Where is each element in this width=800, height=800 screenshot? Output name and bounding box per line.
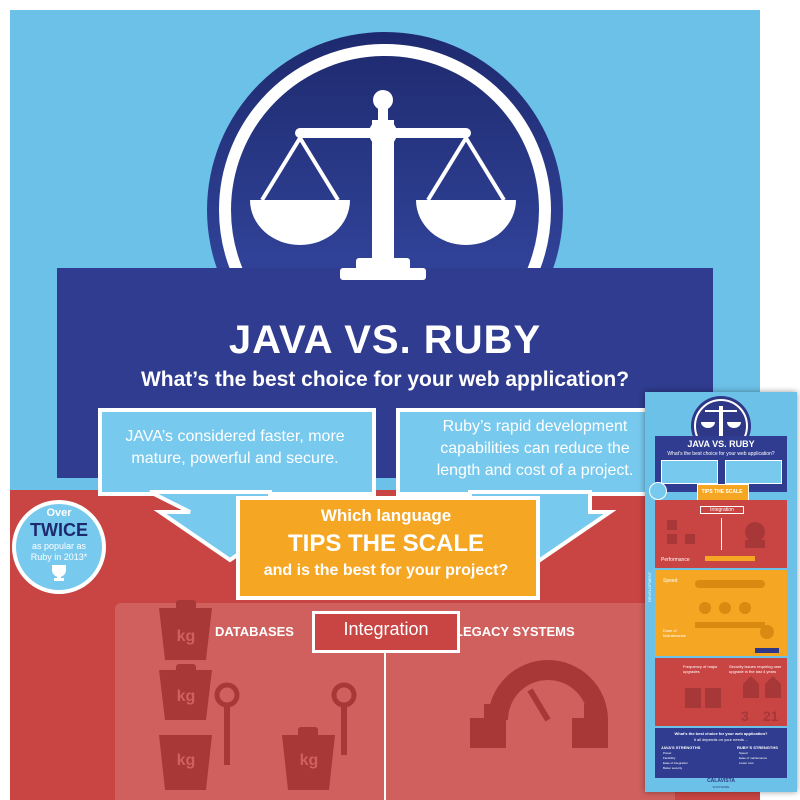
weight-label-1: kg: [176, 628, 196, 645]
thumb-java-box: [661, 460, 718, 484]
thumb-integration: Integration: [700, 506, 744, 514]
thumb-ease: Ease of Maintenance: [663, 628, 686, 638]
ruby-box: [396, 408, 678, 496]
thumb-ruby-strength-3: Lower cost: [739, 761, 754, 765]
thumb-java-strength-2: Flexibility: [663, 756, 676, 760]
badge-line4: Ruby in 2013*: [30, 552, 88, 562]
ruby-text-line1: Ruby’s rapid development: [442, 418, 628, 435]
tips-line3: and is the best for your project?: [263, 562, 509, 579]
thumb-ruby-strength-2: Ease of maintenance: [739, 756, 768, 760]
thumb-brand: CALAVISTA: [707, 778, 735, 784]
thumb-ruby-box: [725, 460, 782, 484]
thumb-frequency: Frequency of major upgrades: [683, 664, 718, 674]
weight-label-4: kg: [299, 752, 319, 769]
weight-label-3: kg: [176, 752, 196, 769]
integration-label: Integration: [343, 619, 429, 639]
thumb-red-icons: [667, 518, 765, 561]
weight-label-2: kg: [176, 688, 196, 705]
badge-line3: as popular as: [31, 541, 87, 551]
thumb-orange-icons: [695, 580, 779, 653]
thumb-title: JAVA VS. RUBY: [687, 439, 755, 449]
badge-line1: Over: [46, 507, 72, 519]
thumb-tips: TIPS THE SCALE: [701, 489, 743, 495]
legacy-systems-label: LEGACY SYSTEMS: [455, 624, 575, 639]
thumb-java-strengths-title: JAVA’S STRENGTHS: [661, 745, 701, 750]
thumb-navy-bottom: [655, 728, 787, 778]
panel-divider: [384, 640, 386, 800]
thumb-speed: Speed: [663, 578, 678, 584]
thumb-development: DEVELOPMENT: [647, 571, 652, 602]
java-text-line2: mature, powerful and secure.: [131, 450, 339, 467]
thumb-brand-sub: SOFTWARE: [712, 785, 730, 789]
thumb-ruby-strength-1: Speed: [739, 751, 748, 755]
thumb-badge: [649, 482, 667, 500]
badge-line2: TWICE: [30, 520, 88, 540]
trophy-icon: [52, 565, 66, 581]
tips-line2: TIPS THE SCALE: [287, 530, 485, 557]
thumb-bottom-q: What’s the best choice for your web appl…: [674, 731, 768, 736]
integration-tab: [312, 611, 460, 653]
thumb-num-right: 21: [763, 708, 779, 724]
java-box: [98, 408, 376, 496]
weights-graphic: [159, 600, 608, 790]
tips-line1: Which language: [320, 506, 452, 525]
thumb-bottom-sub: It all depends on your needs ...: [693, 737, 749, 742]
thumb-subtitle: What’s the best choice for your web appl…: [667, 451, 775, 457]
java-text-line1: JAVA’s considered faster, more: [125, 428, 345, 445]
page-subtitle: What’s the best choice for your web appl…: [140, 368, 630, 391]
thumb-java-strength-4: Better security: [663, 766, 683, 770]
thumb-java-strength-1: Power: [663, 751, 672, 755]
infographic-thumbnail: JAVA VS. RUBY What’s the best choice for…: [645, 392, 797, 792]
thumb-ruby-strengths-title: RUBY’S STRENGTHS: [737, 745, 778, 750]
main-poster: JAVA VS. RUBY What’s the best choice for…: [10, 10, 760, 800]
page-title: JAVA VS. RUBY: [228, 318, 542, 362]
databases-label: DATABASES: [215, 624, 294, 639]
thumb-performance: Performance: [661, 557, 690, 563]
ruby-text-line2: capabilities can reduce the: [440, 440, 630, 457]
ruby-text-line3: length and cost of a project.: [436, 462, 634, 479]
thumb-security: Security issues requiring user upgrade i…: [729, 664, 782, 674]
tips-box: [236, 496, 540, 600]
thumb-red-icons-2: [685, 676, 781, 708]
thumb-num-left: 3: [741, 708, 749, 724]
thumb-java-strength-3: Ease of integration: [663, 761, 689, 765]
